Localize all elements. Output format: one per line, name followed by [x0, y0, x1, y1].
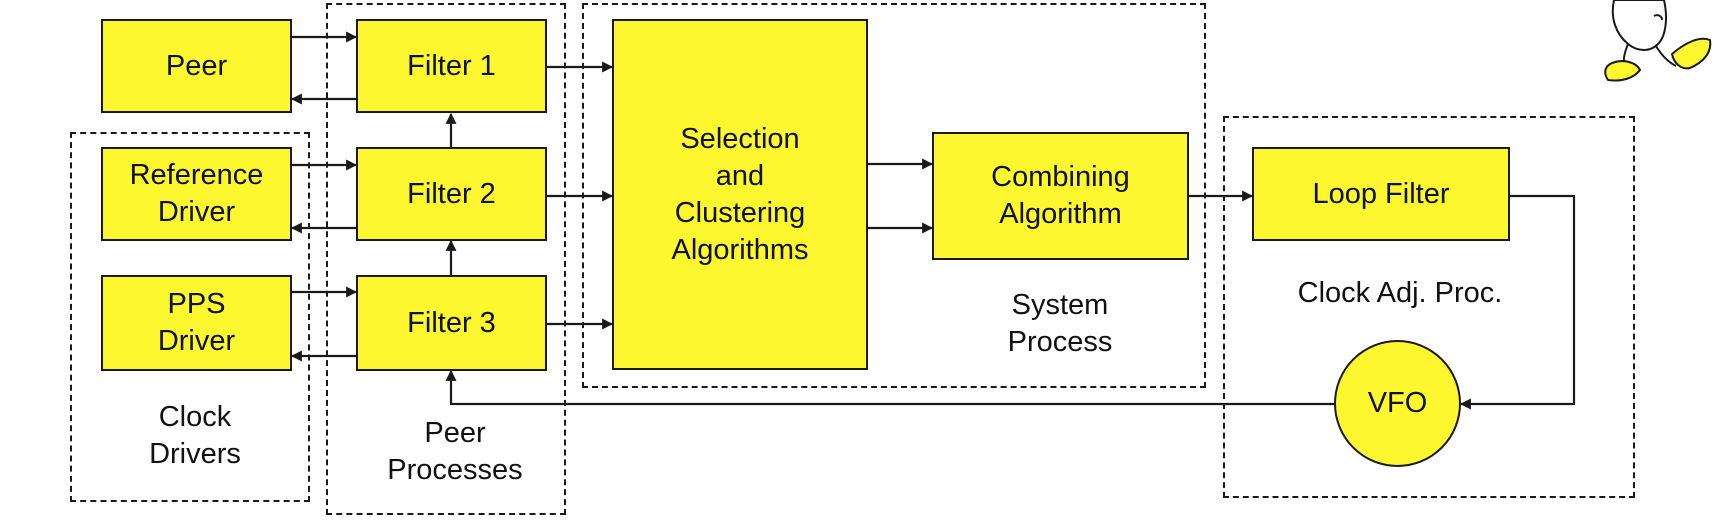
filter-3-box: Filter 3 [356, 275, 547, 371]
peer-processes-label: Peer Processes [387, 417, 523, 486]
filter-1-box: Filter 1 [356, 19, 547, 113]
filter-2-box: Filter 2 [356, 147, 547, 241]
clock-drivers-group [70, 132, 310, 502]
peer-processes-group [326, 3, 566, 515]
reference-driver-box: Reference Driver [101, 147, 292, 241]
duck-mascot-icon [1604, 0, 1712, 82]
clock-drivers-label: Clock Drivers [149, 401, 241, 470]
clock-adj-label: Clock Adj. Proc. [1297, 277, 1503, 309]
loop-filter-box: Loop Filter [1252, 147, 1510, 241]
pps-driver-box: PPS Driver [101, 275, 292, 371]
clock-adj-group [1223, 116, 1635, 498]
vfo-circle: VFO [1334, 340, 1461, 467]
peer-box: Peer [101, 19, 292, 113]
combining-algorithm-box: Combining Algorithm [932, 132, 1189, 260]
selection-clustering-box: Selection and Clustering Algorithms [612, 19, 868, 370]
system-process-label: System Process [1007, 289, 1113, 358]
